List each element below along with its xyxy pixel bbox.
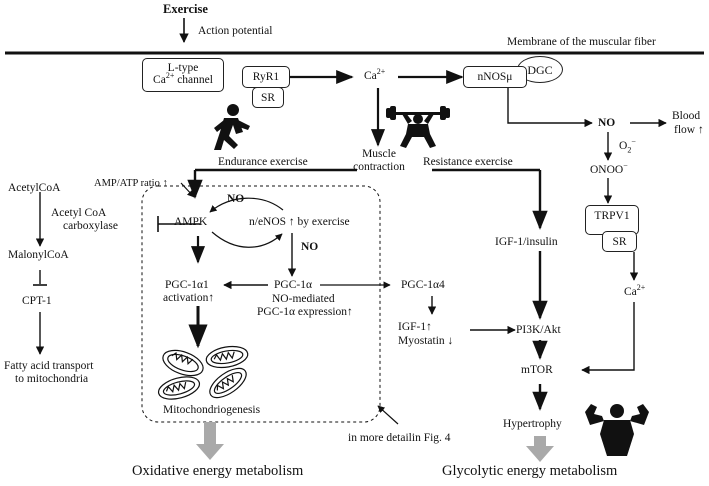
blood-flow-label: Blood <box>672 110 701 122</box>
endurance-exercise-label: Endurance exercise <box>218 156 308 168</box>
ltype-channel-label: Ca2+ channel <box>153 71 213 86</box>
ampk-label: AMPK <box>174 216 208 228</box>
bodybuilder-icon <box>585 404 649 456</box>
o2-label: O2− <box>619 137 636 155</box>
no-right-label: NO <box>598 117 616 129</box>
hypertrophy-label: Hypertrophy <box>503 418 562 430</box>
malonylcoa-label: MalonylCoA <box>8 249 69 261</box>
membrane-label: Membrane of the muscular fiber <box>507 36 656 48</box>
myostatin-label: Myostatin ↓ <box>398 335 454 347</box>
oxidative-label: Oxidative energy metabolism <box>132 463 304 479</box>
ryr1-box: RyR1 <box>242 66 290 88</box>
pgc1a4-label: PGC-1α4 <box>401 279 445 291</box>
mitochondria-icon <box>157 345 249 400</box>
pgc1a1-label-1: PGC-1α1 <box>165 279 209 291</box>
ampatp-arrow <box>180 182 195 198</box>
acetylcoa-label: AcetylCoA <box>8 182 61 194</box>
action-potential-label: Action potential <box>198 25 273 37</box>
pgc1a1-label-2: activation↑ <box>163 292 215 304</box>
pgc1a-label-3: PGC-1α expression↑ <box>257 306 353 318</box>
oxidative-grey-arrow <box>196 422 224 460</box>
weightlifter-icon <box>386 106 450 148</box>
no-top-label: NO <box>227 193 245 205</box>
acc-label-2: carboxylase <box>63 220 118 232</box>
muscle-contraction-label: Muscle contraction <box>353 148 405 173</box>
sr-box-right: SR <box>602 231 637 252</box>
ltype-label: L-type <box>167 62 199 74</box>
blood-flow-label-2: flow ↑ <box>674 124 704 136</box>
detail-arrow <box>377 405 399 425</box>
glycolytic-grey-arrow <box>526 436 554 462</box>
exercise-label: Exercise <box>163 2 208 16</box>
neno-label: n/eNOS ↑ by exercise <box>249 216 350 228</box>
nnos-to-no-arrow <box>507 88 593 128</box>
runner-icon <box>214 104 250 150</box>
fatty-acid-label-2: to mitochondria <box>15 373 89 385</box>
igf-insulin-label: IGF-1/insulin <box>495 236 558 248</box>
neno-to-ampk-curve <box>211 231 283 248</box>
no-mid-label: NO <box>301 241 319 253</box>
onoo-label: ONOO− <box>590 161 628 176</box>
ca-to-mtor-arrow <box>581 302 635 375</box>
sr-box-left: SR <box>252 87 284 108</box>
ca-center-label: Ca2+ <box>364 67 386 82</box>
ltype-channel-box: L-type Ca2+ channel <box>142 58 224 92</box>
fatty-acid-label-1: Fatty acid transport <box>4 360 94 372</box>
mitochondriogenesis-dashed-box <box>141 185 381 423</box>
ampk-to-neno-curve <box>209 197 284 213</box>
cpt1-label: CPT-1 <box>22 295 52 307</box>
detail-label: in more detailin Fig. 4 <box>348 432 451 444</box>
nnos-box: nNOSμ <box>463 66 527 88</box>
pi3k-akt-label: PI3K/Akt <box>516 324 561 336</box>
mtor-label: mTOR <box>521 364 553 376</box>
glycolytic-label: Glycolytic energy metabolism <box>442 463 618 479</box>
amp-atp-label: AMP/ATP ratio ↑ <box>94 178 168 189</box>
igf1-up-label: IGF-1↑ <box>398 321 432 333</box>
ca-right-label: Ca2+ <box>624 283 646 298</box>
pgc1a-label-2: NO-mediated <box>272 293 335 305</box>
pgc1a-label: PGC-1α <box>274 279 312 291</box>
mitochondriogenesis-label: Mitochondriogenesis <box>163 404 261 416</box>
acc-label-1: Acetyl CoA <box>51 207 107 219</box>
resistance-exercise-label: Resistance exercise <box>423 156 513 168</box>
